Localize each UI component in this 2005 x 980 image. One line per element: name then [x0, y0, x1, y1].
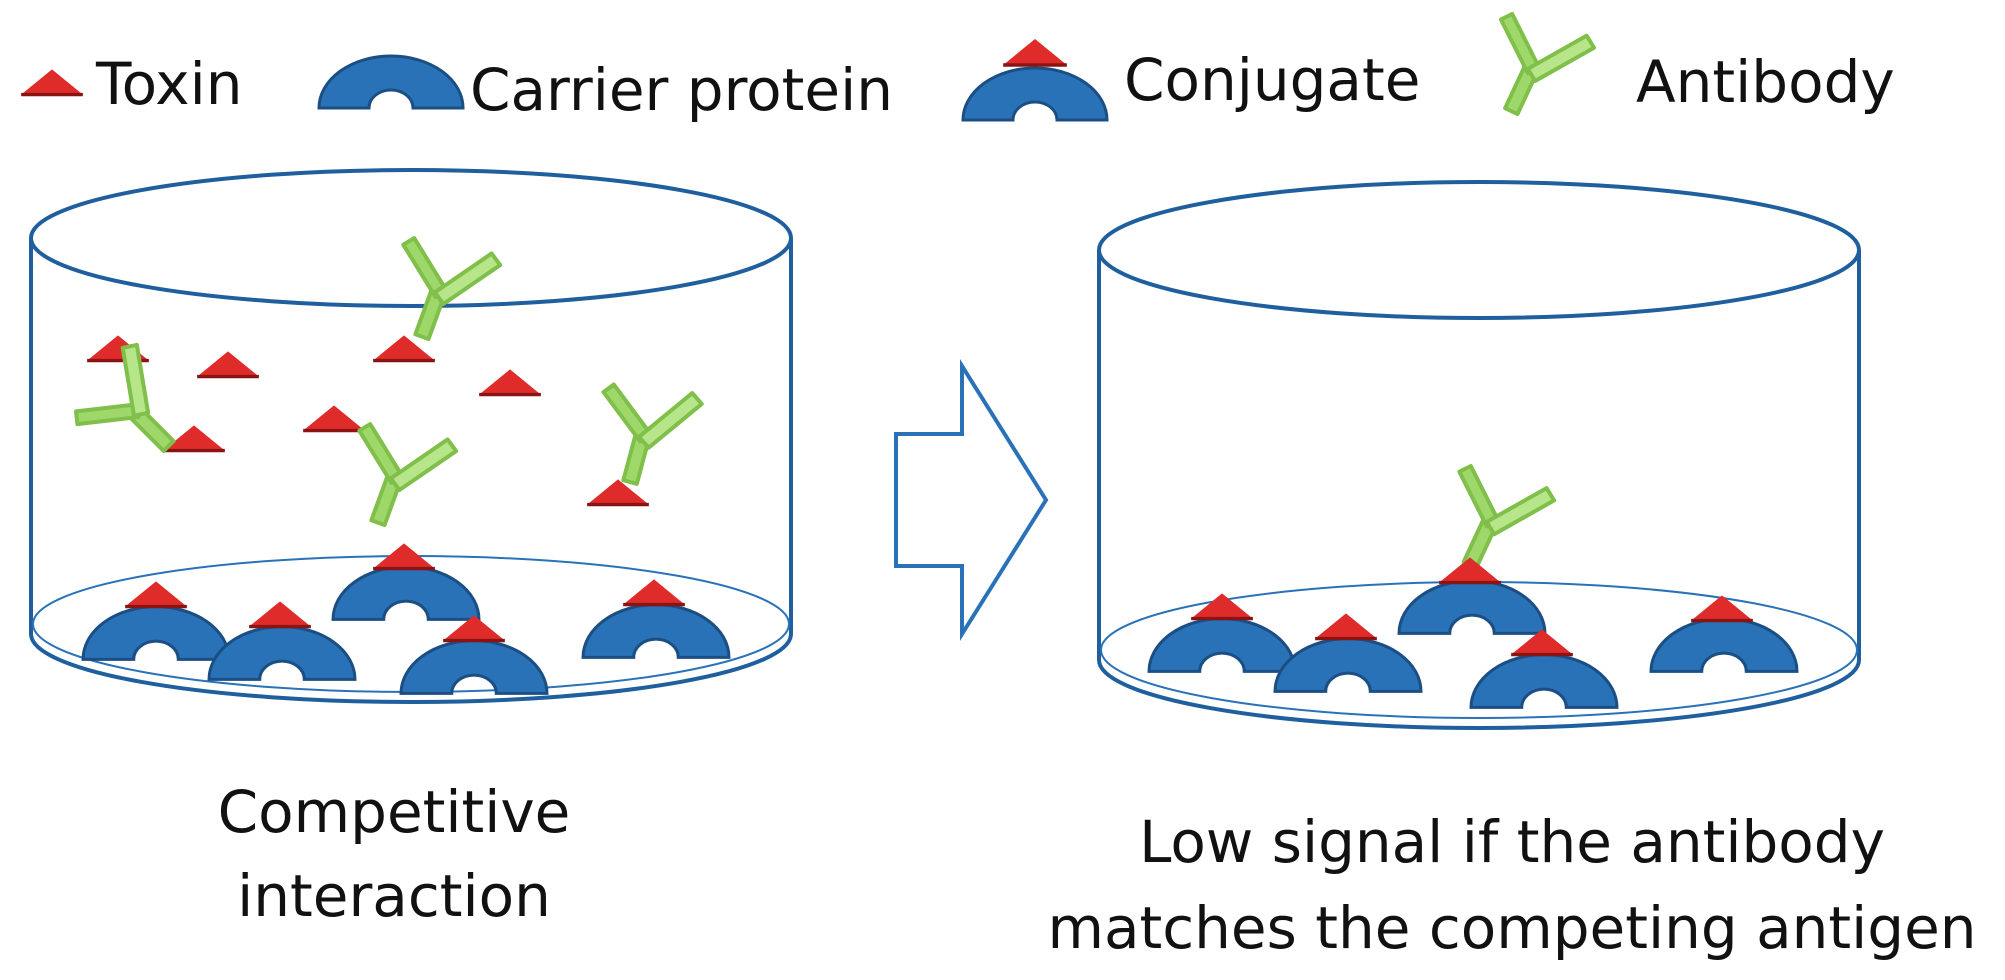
right-well — [1097, 180, 1861, 730]
conjugate-carrier-icon — [961, 66, 1109, 122]
left-caption-line1: Competitive — [218, 778, 571, 846]
conjugate — [331, 543, 481, 621]
right-arrow-icon — [894, 359, 1049, 641]
bound-antibody — [1423, 449, 1560, 588]
antibody — [580, 368, 706, 497]
conjugate — [1469, 629, 1619, 709]
right-well-top — [1097, 180, 1861, 320]
free-toxin — [479, 369, 541, 394]
legend-toxin-label: Toxin — [95, 50, 242, 118]
legend-antibody: Antibody — [1468, 0, 1895, 132]
left-well-bottom-edge — [29, 633, 793, 704]
right-well-bottom-edge — [1097, 659, 1861, 730]
antibody — [62, 339, 203, 480]
legend: Toxin Carrier protein Conjugate Antibody — [21, 0, 1895, 132]
legend-toxin: Toxin — [21, 50, 242, 118]
conjugate — [1397, 557, 1547, 635]
free-toxin — [303, 405, 365, 430]
legend-carrier-protein: Carrier protein — [317, 54, 893, 124]
right-caption-line1: Low signal if the antibody — [1139, 808, 1885, 876]
free-toxin — [197, 351, 259, 376]
conjugate — [399, 615, 549, 695]
toxin-icon — [21, 69, 83, 94]
free-toxin — [587, 479, 649, 504]
conjugate — [581, 579, 731, 659]
antibody-icon — [1468, 0, 1598, 132]
legend-conjugate: Conjugate — [961, 39, 1420, 122]
legend-carrier-protein-label: Carrier protein — [470, 56, 893, 124]
left-well — [29, 168, 793, 704]
left-caption-line2: interaction — [237, 862, 551, 930]
antibody — [373, 222, 505, 356]
conjugate — [81, 581, 231, 661]
legend-antibody-label: Antibody — [1636, 48, 1895, 116]
carrier-protein-icon — [317, 54, 465, 110]
conjugate — [1147, 593, 1297, 673]
conjugate-toxin-icon — [1003, 39, 1067, 65]
right-caption-line2: matches the competing antigen — [1047, 894, 1976, 962]
legend-conjugate-label: Conjugate — [1124, 46, 1420, 114]
